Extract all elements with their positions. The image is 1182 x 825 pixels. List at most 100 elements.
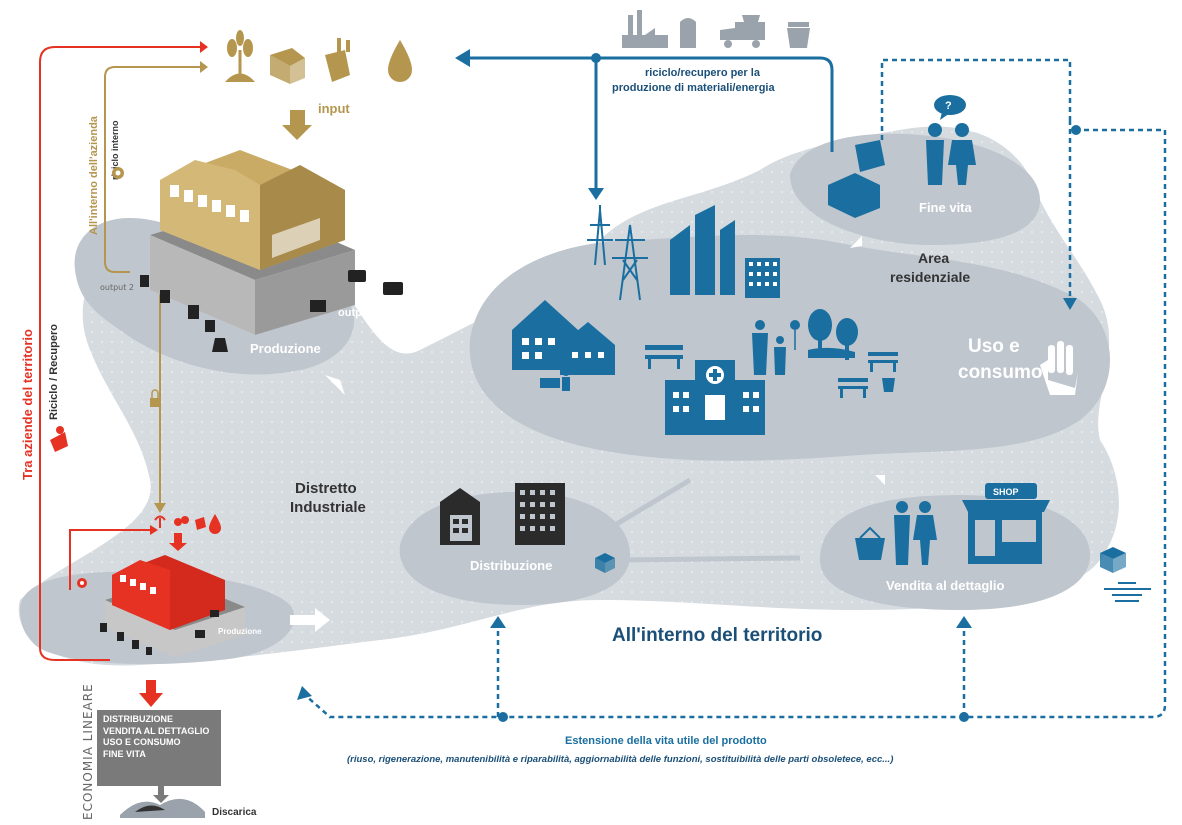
shop-label: SHOP [993, 487, 1019, 497]
produzione-label: Produzione [250, 341, 321, 356]
dotted-arrowhead-distribuzione [490, 616, 506, 628]
distribuzione-label: Distribuzione [470, 558, 552, 573]
blue-recycle-loop [460, 56, 834, 190]
dotted-node-3 [959, 712, 969, 722]
pylon-icon [587, 205, 648, 301]
small-people-icon [540, 368, 895, 392]
tiny-caption-lines [1104, 582, 1151, 602]
flow-arrow-left [290, 608, 330, 632]
wheat-icon [225, 30, 255, 82]
output2-label: output 2 [100, 283, 134, 292]
input-arrow [282, 110, 312, 140]
flow-arrow-vendita [875, 475, 885, 485]
interno-territorio-label: All'interno del territorio [612, 625, 822, 646]
uso-label: Uso e [968, 336, 1020, 357]
discarica-label: Discarica [212, 807, 257, 818]
linear-economy-box: DISTRIBUZIONE VENDITA AL DETTAGLIO USO E… [97, 710, 221, 786]
small-input-arrow [169, 533, 187, 551]
blue-node [591, 53, 601, 63]
red-gear-icon [77, 578, 87, 588]
estensione-detail-label: (riuso, rigenerazione, manutenibilità e … [347, 754, 893, 765]
light-connectors [588, 477, 801, 563]
riciclo-recupero-label: Riciclo / Recupero [48, 324, 60, 420]
couple-icon-vendita [894, 501, 937, 565]
small-input-icons [154, 514, 221, 534]
shop-icon [962, 483, 1050, 564]
consumo-label: consumo [958, 362, 1042, 383]
fine-vita-label: Fine vita [919, 200, 973, 215]
product-box-icon [1100, 547, 1126, 573]
linear-arrow [139, 680, 163, 707]
factory-chimney-icon [622, 10, 668, 48]
linear-item-vendita: VENDITA AL DETTAGLIO [103, 725, 210, 736]
warehouse-icon [440, 488, 480, 545]
fine-vita-icons [828, 95, 976, 218]
residential-icons [512, 205, 898, 435]
riciclo-energia-label-1: riciclo/recupero per la [645, 67, 761, 79]
drop-icon [388, 40, 412, 82]
tra-aziende-label: Tra aziende del territorio [20, 329, 35, 480]
industriale-label: Industriale [290, 499, 366, 516]
blue-arrowhead-down [588, 188, 604, 200]
economia-lineare-label: ECONOMIA LINEARE [81, 683, 95, 820]
linear-item-uso: USO E CONSUMO [103, 737, 181, 747]
landfill-icon [120, 798, 205, 818]
factory-icon [150, 150, 355, 335]
estensione-label: Estensione della vita utile del prodotto [565, 735, 767, 747]
dotted-arrowhead-vendita [956, 616, 972, 628]
truck-icon [720, 15, 765, 48]
area-label: Area [918, 250, 949, 266]
hand-icon [1040, 341, 1078, 395]
couple-icon [926, 123, 976, 185]
interno-azienda-label: All'interno dell'azienda [88, 115, 100, 235]
gear-icon [112, 167, 124, 179]
red-arrowhead [200, 41, 208, 53]
fridge-box-icon [828, 140, 885, 218]
red-arrowhead-small [150, 525, 158, 535]
question-bubble-icon [934, 95, 966, 120]
flow-arrow-finevita [850, 236, 862, 248]
factory-icon-small [105, 555, 245, 657]
box-icon [595, 553, 615, 573]
gold-loop [104, 66, 200, 505]
recycle-top-icons [622, 10, 810, 48]
lock-icon [150, 389, 160, 407]
silo-icon [680, 18, 696, 48]
input-icons [225, 30, 412, 84]
produzione-small-label: Produzione [218, 627, 262, 636]
boxes-icon [270, 48, 305, 84]
riciclo-interno-label: riciclo interno [110, 120, 120, 180]
distretto-label: Distretto [295, 480, 357, 497]
linear-item-distribuzione: DISTRIBUZIONE [103, 714, 174, 724]
white-flow-arrows [290, 236, 885, 632]
dotted-node-1 [1071, 125, 1081, 135]
hospital-icon [665, 360, 765, 435]
output1-label: output 1 [338, 307, 381, 319]
bench-icon [645, 345, 898, 398]
dotted-arrowhead-uso [1063, 298, 1077, 310]
tree-icon [808, 309, 858, 360]
discarica-arrow [153, 785, 169, 803]
house-icon [512, 300, 615, 375]
linear-item-fine-vita: FINE VITA [103, 748, 146, 759]
office-building-icon [515, 483, 565, 545]
output-icons [140, 270, 403, 352]
skyscraper-icon [670, 205, 780, 298]
red-loop [39, 46, 200, 661]
small-output-icons [100, 610, 219, 655]
residenziale-label: residenziale [890, 269, 970, 285]
riciclo-energia-label-2: produzione di materiali/energia [612, 82, 775, 94]
vendita-icons [855, 483, 1050, 565]
gold-arrowhead-down [154, 503, 166, 513]
flow-arrow-produzione [325, 375, 355, 395]
dotted-arrowhead-produzione [297, 686, 312, 700]
bin-icon [787, 22, 810, 48]
blue-arrowhead-left [455, 49, 470, 67]
dotted-loop [304, 58, 1167, 719]
family-icon [752, 320, 800, 375]
input-label: input [318, 101, 350, 116]
plug-icon [325, 38, 350, 82]
inner-areas [20, 133, 1110, 665]
basket-icon [855, 526, 885, 560]
